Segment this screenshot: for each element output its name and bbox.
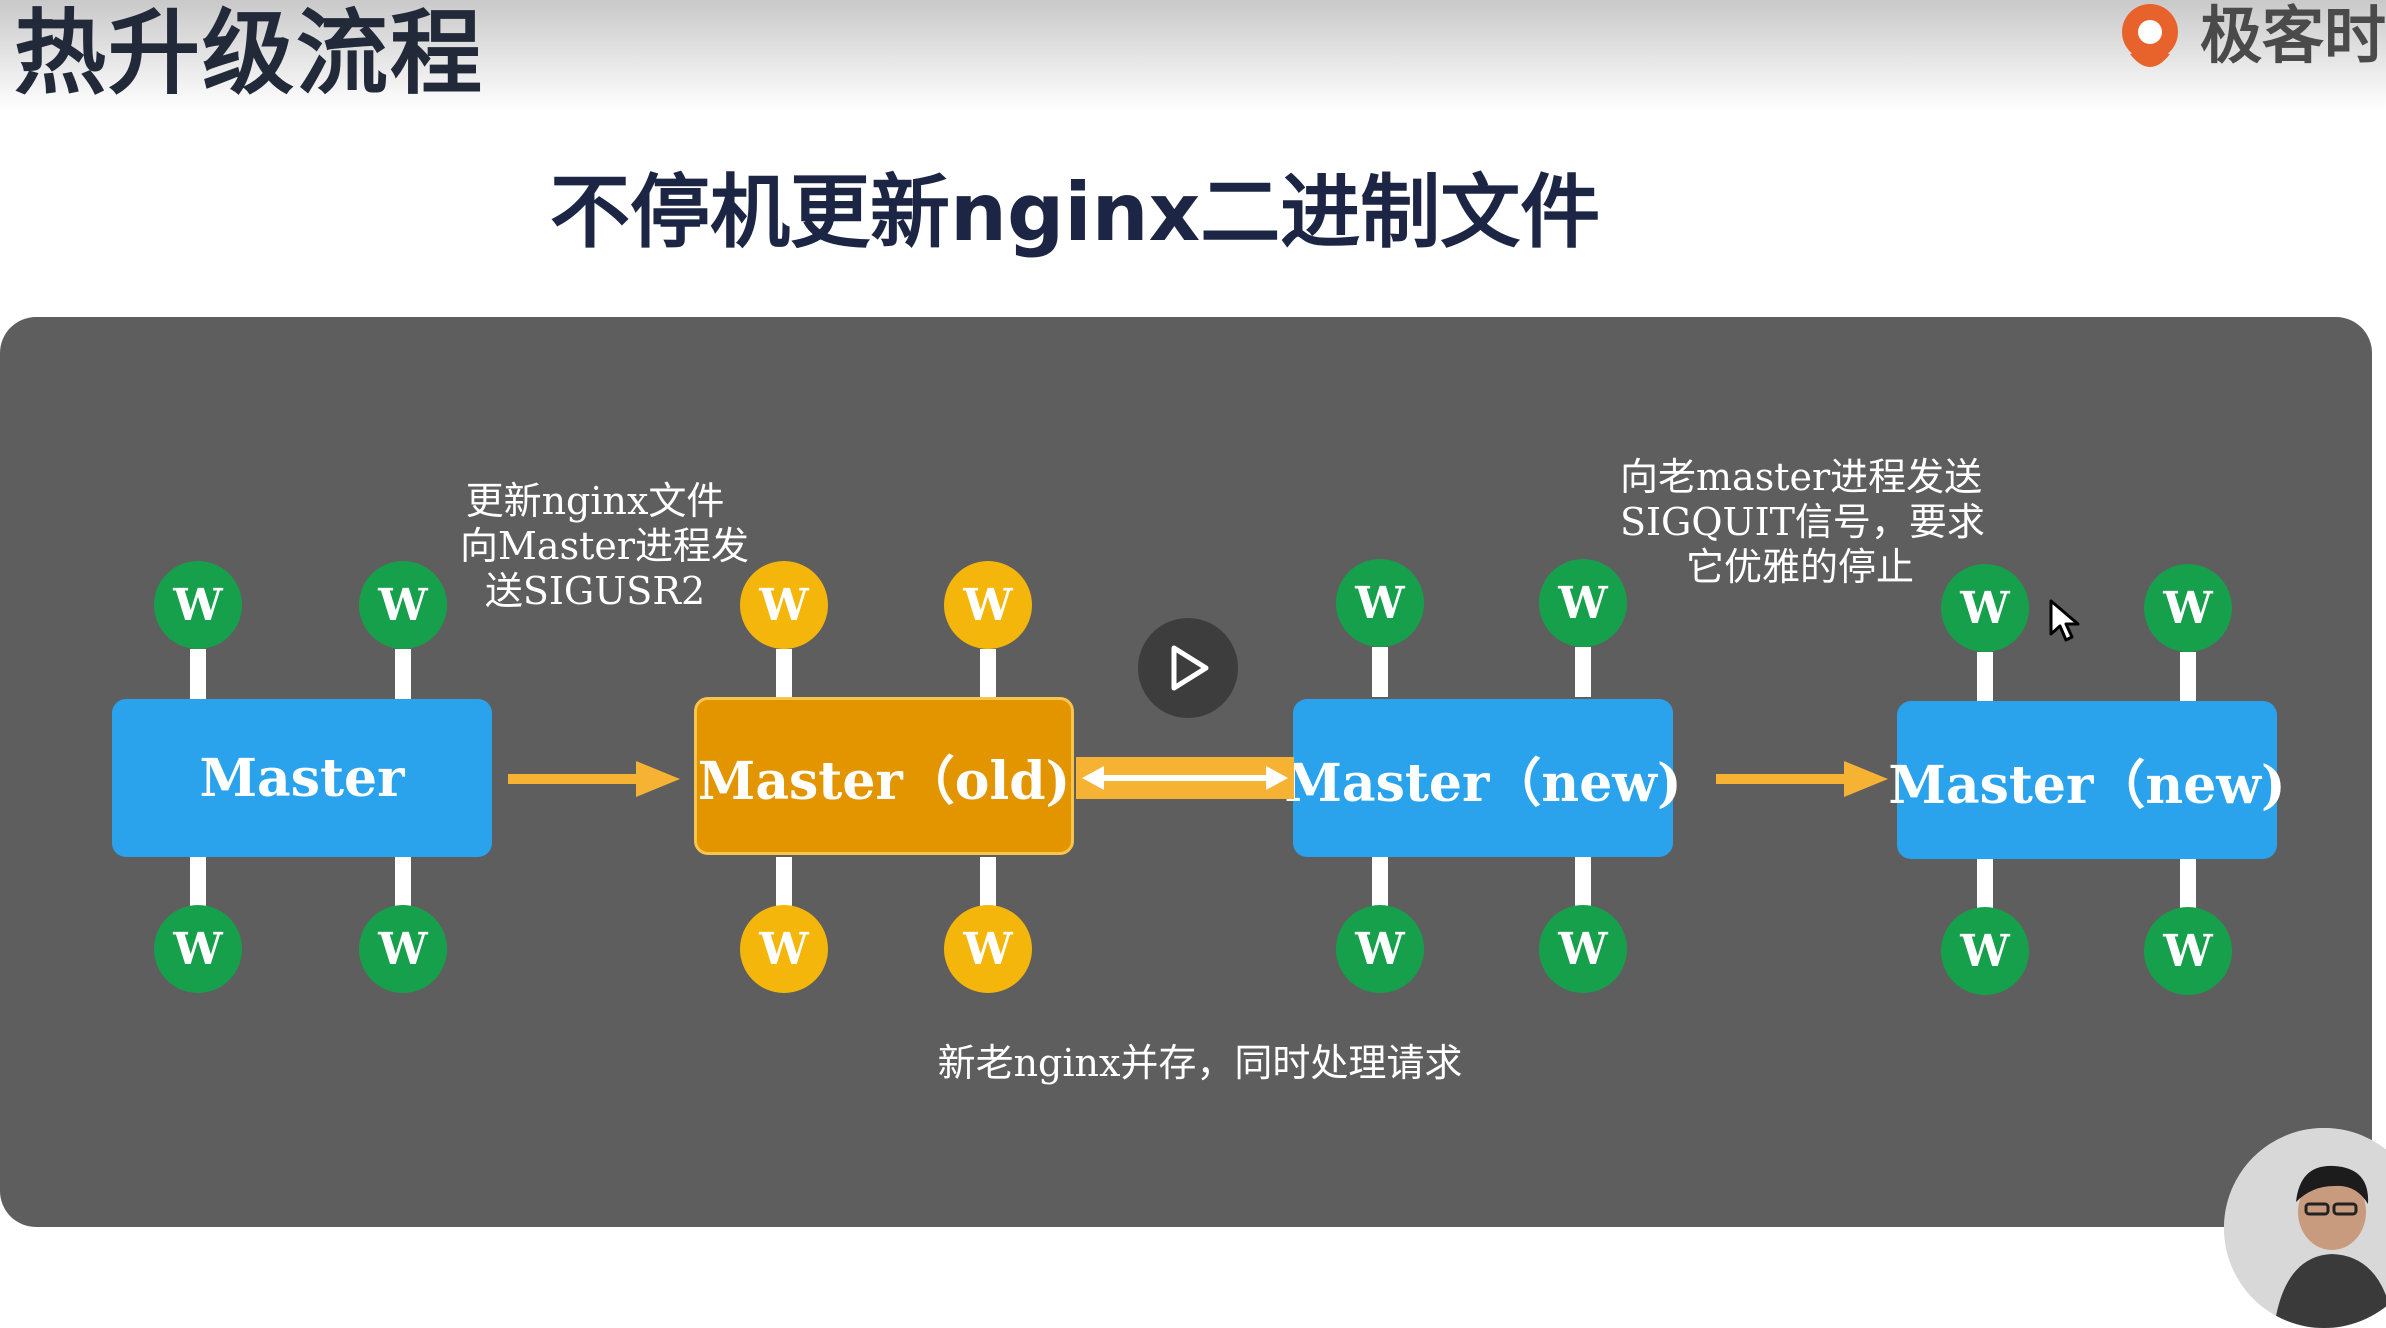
worker-node: W (154, 905, 242, 993)
header-band (0, 0, 2386, 110)
worker-node: W (154, 561, 242, 649)
worker-node: W (2144, 907, 2232, 995)
connector (980, 857, 996, 907)
worker-node: W (359, 905, 447, 993)
connector (776, 857, 792, 907)
connector (2180, 652, 2196, 702)
connector (190, 857, 206, 907)
connector (190, 649, 206, 699)
connector (1575, 857, 1591, 907)
diagram-panel: 更新nginx文件 向Master进程发 送SIGUSR2 向老master进程… (0, 317, 2372, 1227)
page-title: 热升级流程 (14, 0, 485, 107)
master-new-box: Master（new) (1888, 701, 2286, 859)
worker-node: W (944, 905, 1032, 993)
mouse-cursor-icon (2049, 599, 2080, 642)
worker-node: W (1336, 905, 1424, 993)
annotation-line: SIGQUIT信号，要求 (1620, 500, 1985, 544)
annotation-line: 向Master进程发 (460, 524, 749, 568)
master-new-box: Master（new) (1284, 699, 1682, 857)
brand: 极客时 (2110, 0, 2386, 72)
arrow-right-icon (1716, 761, 1888, 797)
worker-node: W (1336, 559, 1424, 647)
annotation-line: 更新nginx文件 (465, 479, 725, 523)
worker-node: W (1941, 907, 2029, 995)
annotation-line: 向老master进程发送 (1620, 455, 1983, 499)
connector (980, 649, 996, 699)
master-box: Master (112, 699, 492, 857)
diagram-subtitle: 不停机更新nginx二进制文件 (550, 166, 1601, 259)
double-arrow-icon (1076, 757, 1294, 799)
annotation-line: 送SIGUSR2 (484, 569, 706, 613)
connector (776, 649, 792, 699)
connector (1977, 859, 1993, 909)
connector (1372, 647, 1388, 697)
geektime-logo-icon (2121, 4, 2178, 67)
worker-node: W (944, 561, 1032, 649)
worker-node: W (2144, 564, 2232, 652)
worker-node: W (740, 905, 828, 993)
connector (1575, 647, 1591, 697)
worker-node: W (740, 561, 828, 649)
play-icon (1171, 645, 1209, 691)
connector (1372, 857, 1388, 907)
connector (2180, 859, 2196, 909)
connector (395, 649, 411, 699)
annotation-step3: 向老master进程发送 SIGQUIT信号，要求 它优雅的停止 (1620, 455, 1985, 590)
annotation-line: 它优雅的停止 (1685, 545, 1914, 589)
brand-name: 极客时 (2199, 0, 2386, 72)
annotation-step1: 更新nginx文件 向Master进程发 送SIGUSR2 (460, 479, 749, 614)
arrow-right-icon (508, 761, 680, 797)
annotation-coexist: 新老nginx并存，同时处理请求 (937, 1041, 1463, 1085)
worker-node: W (1539, 905, 1627, 993)
worker-node: W (1539, 559, 1627, 647)
worker-node: W (359, 561, 447, 649)
connector (395, 857, 411, 907)
connector (1977, 652, 1993, 702)
master-old-box: Master（old) (694, 697, 1074, 855)
play-button[interactable] (1138, 618, 1238, 718)
worker-node: W (1941, 564, 2029, 652)
